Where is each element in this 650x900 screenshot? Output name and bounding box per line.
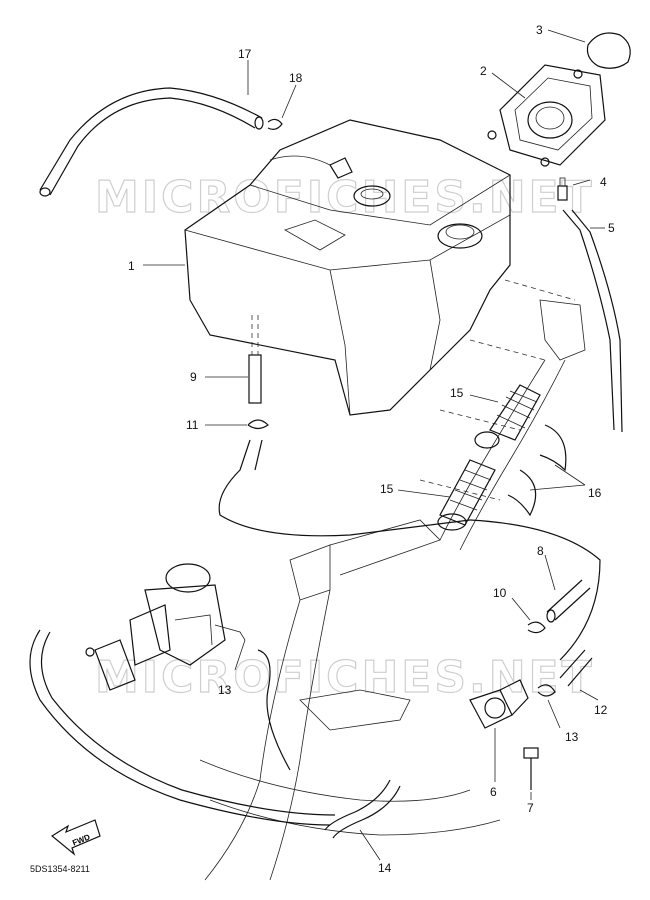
boot-15-upper (474, 384, 541, 449)
vent-hose-17 (39, 87, 264, 197)
fuel-hose-lower (218, 439, 601, 661)
fuel-tank (184, 119, 511, 416)
callout-13-carb: 13 (218, 683, 232, 697)
fuel-pipe-9 (248, 315, 262, 404)
bolt-4 (557, 177, 568, 201)
diagram-code: 5DS1354-8211 (30, 864, 90, 874)
frame-structure (199, 279, 586, 881)
callout-12: 12 (594, 703, 608, 717)
callout-11: 11 (186, 418, 199, 432)
fuel-cock (469, 679, 529, 729)
bolt-7 (523, 747, 539, 790)
carb-hose (29, 629, 331, 826)
hose-12 (559, 649, 593, 687)
fuel-cap (586, 32, 631, 69)
callout-10: 10 (493, 586, 507, 600)
callout-9: 9 (190, 370, 197, 384)
hose-13a (257, 649, 291, 771)
clip-10 (527, 621, 546, 634)
callout-4: 4 (600, 175, 607, 189)
callout-15-lower: 15 (380, 482, 394, 496)
filler-cap-housing (487, 64, 606, 167)
watermark-bottom: MICROFICHES.NET (95, 652, 595, 703)
callout-2: 2 (480, 64, 487, 78)
callout-13-cock: 13 (565, 730, 579, 744)
callout-18: 18 (289, 71, 303, 85)
callout-7: 7 (527, 801, 534, 815)
fwd-arrow-icon: FWD (50, 819, 101, 856)
fwd-label: FWD (71, 832, 91, 847)
clip-11 (247, 419, 269, 430)
callout-15-upper: 15 (450, 386, 464, 400)
callout-17: 17 (238, 47, 252, 61)
clamp-16-upper (539, 424, 567, 472)
drain-hose-5 (562, 209, 623, 433)
callout-6: 6 (490, 785, 497, 799)
callout-8: 8 (537, 544, 544, 558)
boot-15-lower (437, 459, 496, 531)
clamp-16-lower (507, 469, 537, 517)
clip-18 (267, 118, 283, 130)
carburetor (85, 563, 246, 691)
callout-1: 1 (128, 259, 135, 273)
clip-13b (537, 684, 556, 697)
callout-5: 5 (608, 221, 615, 235)
watermark-top: MICROFICHES.NET (95, 172, 595, 223)
carb-hose-inner (40, 631, 336, 816)
hose-8 (546, 579, 591, 623)
callout-14: 14 (378, 861, 392, 875)
vacuum-hose-14 (324, 779, 401, 839)
leader-lines (143, 29, 605, 861)
callout-3: 3 (536, 23, 543, 37)
callout-16: 16 (588, 486, 602, 500)
